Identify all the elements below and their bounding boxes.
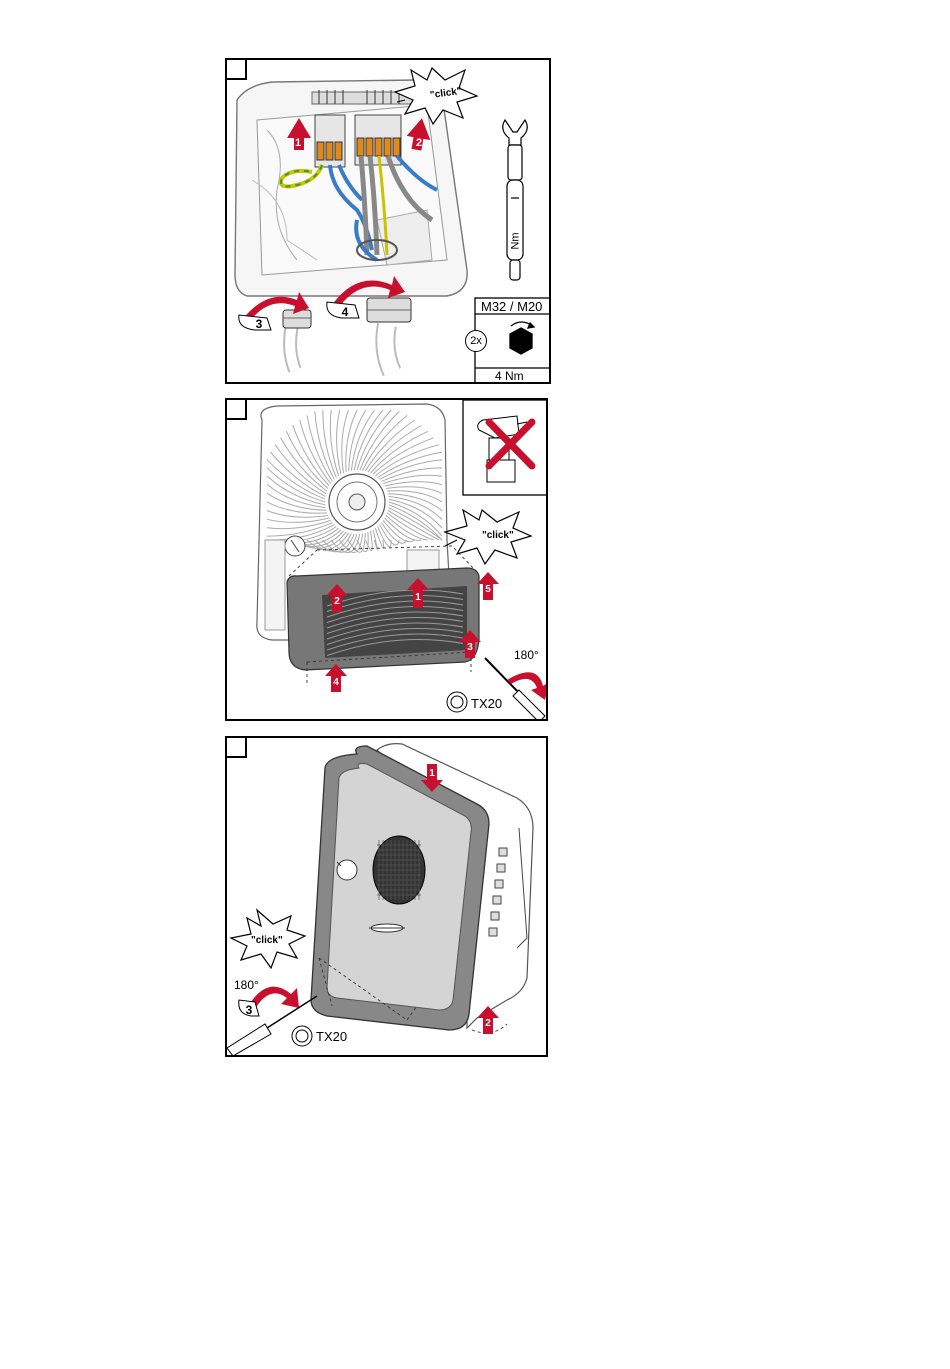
svg-text:1: 1 <box>295 137 301 149</box>
connector-left <box>315 115 345 167</box>
torque-wrench <box>503 120 528 280</box>
torque-value: 4 Nm <box>495 369 524 383</box>
step-checkbox-2 <box>227 400 247 420</box>
step-panel-1: 1 2 3 4 <box>225 58 551 384</box>
svg-text:4: 4 <box>342 305 349 319</box>
front-cover-illustration: 1 2 3 <box>227 738 548 1057</box>
cable-gland-m20 <box>283 310 311 328</box>
wiring-illustration: 1 2 3 4 <box>227 60 551 384</box>
svg-text:2: 2 <box>416 137 422 149</box>
svg-text:3: 3 <box>467 642 473 653</box>
gland-size-label: M32 / M20 <box>481 299 542 314</box>
svg-text:3: 3 <box>256 317 263 331</box>
quantity-badge: 2x <box>465 330 487 352</box>
svg-text:2: 2 <box>485 1018 491 1029</box>
svg-text:1: 1 <box>429 768 435 779</box>
torque-unit-label: Nm <box>510 232 522 249</box>
no-power-drill-inset <box>463 400 548 495</box>
svg-text:2: 2 <box>334 596 340 607</box>
screwdriver <box>485 658 548 721</box>
step-checkbox-3 <box>227 738 247 758</box>
step-panel-3: 1 2 3 "click" 180° TX20 <box>225 736 548 1057</box>
svg-text:3: 3 <box>246 1003 253 1017</box>
brand-logo <box>369 924 405 932</box>
rotation-angle-label: 180° <box>514 648 539 662</box>
cover-install-illustration: 1 2 3 4 5 <box>227 400 548 721</box>
rotation-angle-label: 180° <box>234 978 259 992</box>
bottom-cover <box>287 568 479 670</box>
step-checkbox-1 <box>227 60 247 80</box>
click-label: "click" <box>482 530 514 541</box>
cable-gland-m32 <box>367 298 411 322</box>
tool-label: TX20 <box>471 696 502 711</box>
tool-label: TX20 <box>316 1029 347 1044</box>
svg-text:4: 4 <box>333 677 339 688</box>
step-arrow-5: 5 <box>477 572 499 600</box>
click-label: "click" <box>251 935 283 946</box>
torx-icon <box>447 692 467 712</box>
svg-text:5: 5 <box>485 584 491 595</box>
torx-icon <box>292 1026 312 1046</box>
svg-text:1: 1 <box>415 592 421 603</box>
step-panel-2: 1 2 3 4 5 <box>225 398 548 721</box>
